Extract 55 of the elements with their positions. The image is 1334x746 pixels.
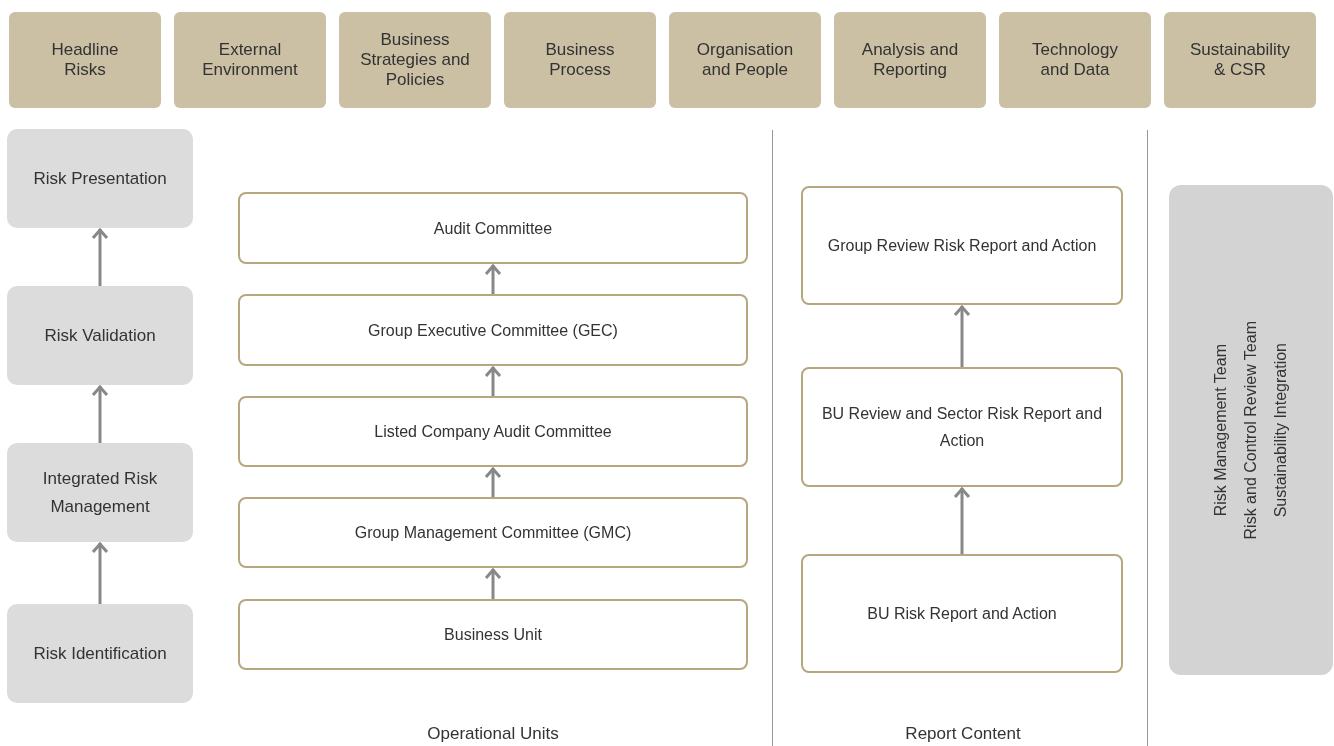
node-text: Risk Presentation (33, 167, 167, 190)
node-text: Technology and Data (1031, 40, 1119, 80)
arrow (484, 365, 502, 396)
node-text: External Environment (201, 40, 299, 80)
node-text: Business Strategies and Policies (359, 30, 471, 90)
team-name: Sustainability Integration (1272, 342, 1290, 518)
node-text: Group Executive Committee (GEC) (368, 320, 618, 341)
node-text: Audit Committee (433, 218, 553, 239)
node-text: Listed Company Audit Committee (374, 422, 612, 442)
category-box (999, 12, 1151, 108)
arrow (484, 466, 502, 497)
committee-box (238, 497, 748, 568)
stage-box (7, 286, 193, 385)
node-text: Sustainability & CSR (1188, 40, 1292, 80)
category-box (174, 12, 326, 108)
team-name: Risk and Control Review Team (1242, 320, 1260, 540)
team-panel (1169, 185, 1333, 675)
node-text: BU Risk Report and Action (867, 604, 1057, 624)
category-box (669, 12, 821, 108)
stage-box (7, 604, 193, 703)
committee-box (238, 192, 748, 264)
node-text: Group Management Committee (GMC) (354, 523, 632, 543)
category-box (834, 12, 986, 108)
arrow (484, 263, 502, 294)
column-label: Operational Units (427, 724, 559, 744)
node-text: Organisation and People (695, 40, 795, 80)
node-text: Analysis and Reporting (860, 40, 960, 80)
arrow (953, 486, 971, 554)
column-label: Report Content (905, 724, 1021, 744)
stage-box (7, 443, 193, 542)
report-box (801, 186, 1123, 305)
category-box (1164, 12, 1316, 108)
team-name: Risk Management Team (1212, 343, 1230, 517)
arrow (91, 227, 109, 286)
node-text: Integrated Risk Management (41, 467, 159, 518)
node-text: Risk Identification (33, 642, 167, 665)
category-box (504, 12, 656, 108)
report-box (801, 367, 1123, 487)
node-text: Group Review Risk Report and Action (827, 236, 1097, 256)
committee-box (238, 294, 748, 366)
node-text: Business Unit (444, 625, 542, 645)
node-text: BU Review and Sector Risk Report and Action (820, 404, 1104, 451)
arrow (91, 541, 109, 604)
committee-box (238, 599, 748, 670)
node-text: Headline Risks (50, 40, 120, 80)
arrow (91, 384, 109, 443)
stage-box (7, 129, 193, 228)
node-text: Risk Validation (44, 324, 156, 347)
committee-box (238, 396, 748, 467)
arrow (484, 567, 502, 599)
arrow (953, 304, 971, 367)
node-text: Business Process (544, 40, 616, 80)
category-box (339, 12, 491, 108)
report-box (801, 554, 1123, 673)
category-box (9, 12, 161, 108)
